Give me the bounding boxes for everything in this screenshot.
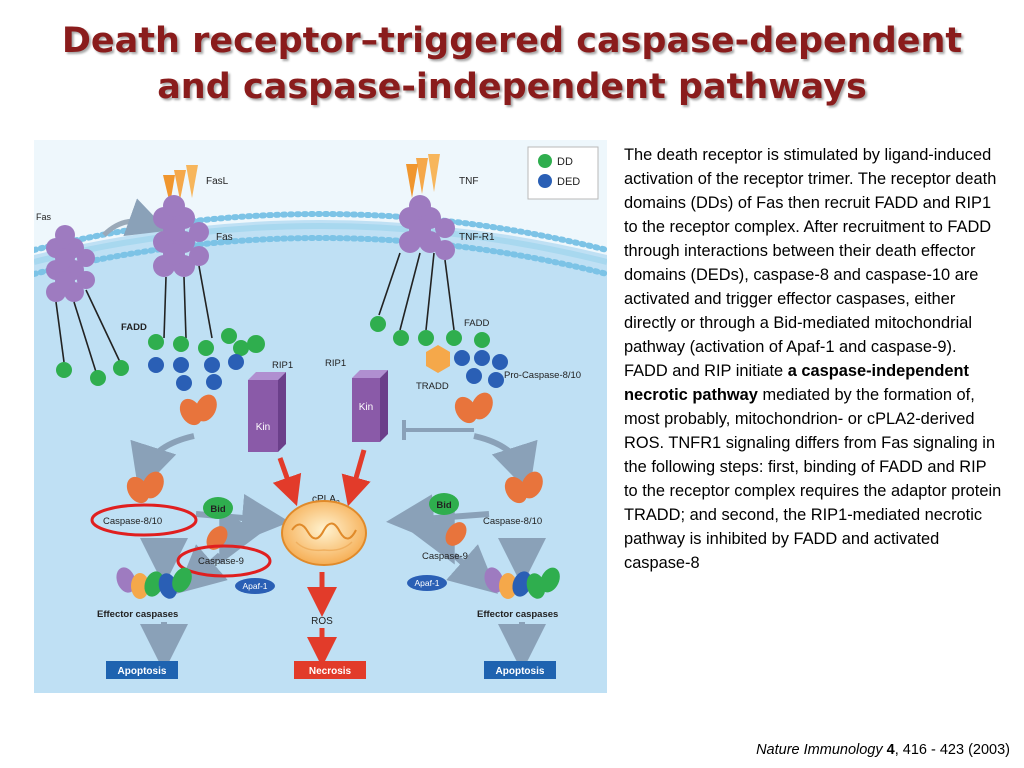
label-caspase810-left: Caspase-8/10 [103,516,162,527]
fas-left-stalks [55,289,121,373]
label-caspase9-right: Caspase-9 [422,551,468,562]
caspase-810-right [504,471,543,504]
label-fas-right: Fas [216,232,233,243]
caspase-810-left [126,471,164,504]
label-rip1-right: RIP1 [325,358,346,369]
description-bold-phrase: a caspase-independent necrotic pathway [624,362,969,404]
description-paragraph-2-start: FADD and RIP initiate [624,362,788,380]
label-fadd-right: FADD [464,318,489,329]
fadd-right [454,350,508,388]
label-apoptosis-left: Apoptosis [118,666,167,677]
apoptosis-box-right [484,661,556,679]
label-bid-right: Bid [436,500,452,511]
fasl-ligand: FasL [163,165,229,204]
fas-left-dd [56,360,129,386]
label-tnfr1: TNF-R1 [459,232,495,243]
label-kin-right: Kin [359,402,373,413]
apaf1-left [235,578,275,594]
fas-receptor-left: Fas [36,212,95,302]
label-apaf1-right: Apaf-1 [414,578,439,588]
apoptosis-box-left [106,661,178,679]
label-bid-left: Bid [210,504,226,515]
label-rip1-left: RIP1 [272,360,293,371]
citation-volume: 4 [886,742,895,758]
effector-caspases-right [484,567,560,599]
label-necrosis: Necrosis [309,666,352,677]
highlight-circle-caspase9 [176,544,272,578]
fadd-left [148,328,249,391]
description-paragraph-1: The death receptor is stimulated by liga… [624,146,997,356]
cell-membrane [34,211,607,277]
legend-dd: DD [557,156,573,168]
rip1-dd-left [247,335,265,353]
label-caspase810-right: Caspase-8/10 [483,516,542,527]
pathway-diagram: DD DED FasL Fas Fas FADD [34,140,607,693]
label-tnf: TNF [459,176,478,187]
tnfr1-stalks [378,252,455,331]
label-caspase9-left: Caspase-9 [198,556,244,567]
description-paragraph-2-end: mediated by the formation of, most proba… [624,386,1002,572]
label-fasl: FasL [206,176,229,187]
title-line-1: Death receptor–triggered caspase-depende… [61,21,963,61]
tnf-ligand: TNF [406,154,478,198]
label-apaf1-left: Apaf-1 [242,581,267,591]
label-apoptosis-right: Apoptosis [496,666,545,677]
tradd-protein [426,345,450,373]
legend: DD DED [527,146,599,200]
description-text: The death receptor is stimulated by liga… [624,143,1002,575]
procaspase-left [179,394,217,426]
fas-receptor-ligated: Fas [153,195,233,277]
bid-left [203,497,233,519]
label-procaspase: Pro-Caspase-8/10 [504,370,581,381]
highlight-circle-caspase810 [90,503,198,537]
citation-journal: Nature Immunology [756,742,883,758]
kinase-right: Kin [352,370,388,442]
tnfr1-dd [370,316,490,348]
apaf1-right [407,575,447,591]
pathway-arrows [130,433,546,672]
necrosis-box [294,661,366,679]
necrosis-arrows [272,449,371,667]
inhibition-line [402,420,474,440]
dd-legend-dot [538,154,552,168]
activation-arrow [102,198,168,237]
citation-pages: , 416 - 423 (2003) [894,742,1010,758]
tnfr1-receptor: TNF-R1 [399,195,495,260]
label-effector-left: Effector caspases [97,609,178,620]
label-ros: ROS [311,616,333,627]
caspase9-left-protein [206,526,228,550]
mitochondrion [281,500,367,566]
slide-title: Death receptor–triggered caspase-depende… [0,18,1024,110]
label-tradd: TRADD [416,381,449,392]
fas-ligated-stalks [163,265,213,339]
label-fas-left: Fas [36,212,52,222]
procaspase-right [454,392,493,424]
label-effector-right: Effector caspases [477,609,558,620]
kinase-left: Kin [248,372,286,452]
caspase9-right-protein [445,522,467,546]
citation: Nature Immunology 4, 416 - 423 (2003) [756,742,1010,758]
bid-right [429,493,459,515]
effector-caspases-left [116,567,192,599]
label-fadd-left: FADD [121,322,147,333]
title-line-2: and caspase-independent pathways [157,67,867,107]
legend-ded: DED [557,176,580,188]
label-kin-left: Kin [256,422,270,433]
ded-legend-dot [538,174,552,188]
